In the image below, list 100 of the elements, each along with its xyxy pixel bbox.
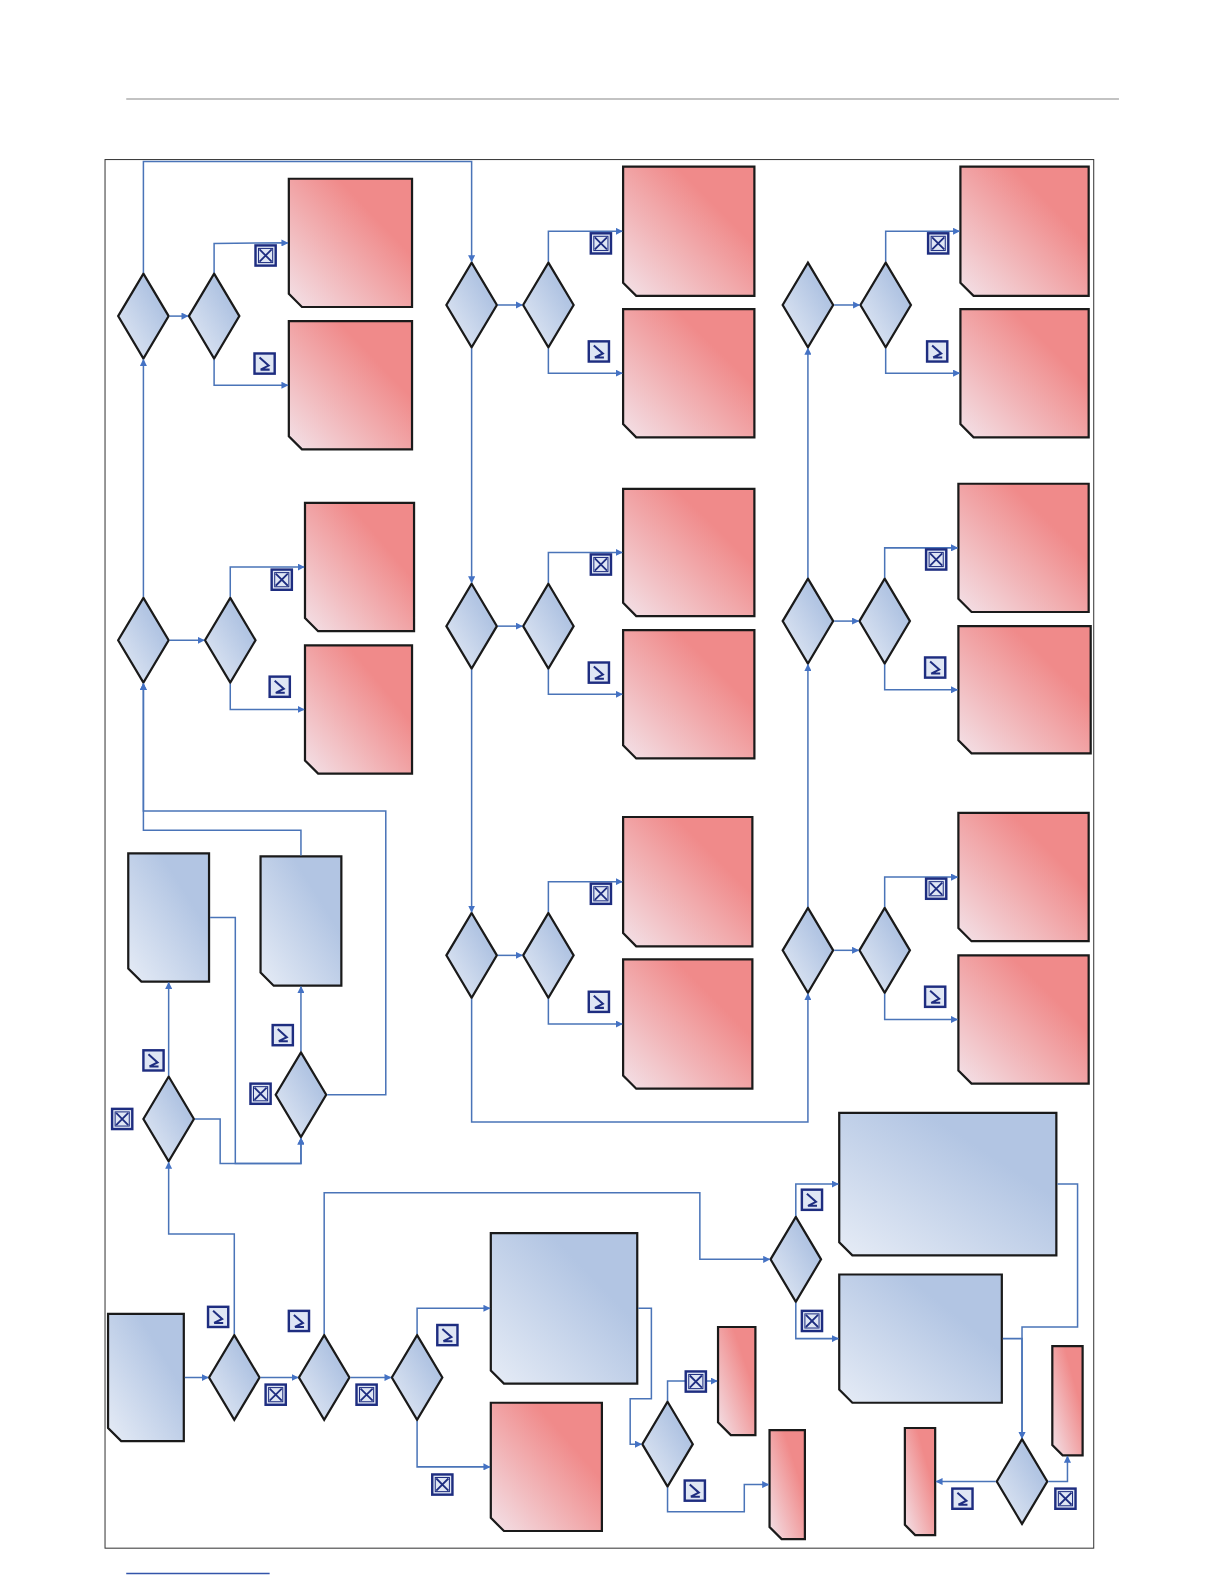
decision-diamond bbox=[769, 1215, 823, 1303]
arrow bbox=[497, 951, 523, 959]
process-box bbox=[287, 320, 414, 451]
process-box bbox=[127, 852, 211, 983]
decision-diamond bbox=[781, 906, 835, 994]
arrow bbox=[139, 682, 302, 857]
decision-diamond bbox=[142, 1075, 195, 1163]
decision-diamond bbox=[117, 596, 170, 684]
decision-diamond bbox=[522, 582, 575, 670]
arrow bbox=[184, 1373, 209, 1382]
arrow bbox=[884, 347, 961, 377]
arrow bbox=[666, 1481, 770, 1513]
arrow bbox=[883, 663, 959, 694]
arrow bbox=[468, 668, 476, 913]
process-box bbox=[622, 958, 754, 1090]
decision-diamond bbox=[390, 1334, 444, 1421]
decision-diamond bbox=[297, 1334, 351, 1421]
arrow bbox=[883, 993, 959, 1024]
arrow bbox=[833, 617, 860, 625]
decision-diamond bbox=[995, 1438, 1049, 1525]
decision-diamond bbox=[445, 261, 498, 349]
process-box bbox=[838, 1273, 1003, 1404]
process-box bbox=[304, 644, 414, 775]
process-box bbox=[903, 1427, 937, 1537]
process-box bbox=[622, 629, 756, 760]
arrow bbox=[629, 1307, 653, 1448]
decision-diamond bbox=[522, 261, 575, 349]
process-box bbox=[622, 165, 756, 297]
arrow bbox=[497, 301, 523, 309]
arrow bbox=[349, 1373, 392, 1382]
decision-diamond bbox=[187, 272, 241, 360]
arrow bbox=[213, 358, 289, 389]
arrow bbox=[259, 1373, 299, 1382]
decision-diamond bbox=[859, 261, 912, 349]
arrow bbox=[547, 227, 623, 263]
process-box bbox=[107, 1312, 185, 1443]
arrow bbox=[883, 544, 959, 579]
decision-diamond bbox=[204, 596, 257, 684]
decision-diamond bbox=[445, 911, 498, 999]
process-box bbox=[838, 1111, 1058, 1257]
process-box bbox=[287, 177, 414, 308]
arrow bbox=[142, 160, 476, 274]
arrow bbox=[213, 239, 289, 274]
arrow bbox=[547, 998, 623, 1028]
arrow bbox=[547, 878, 623, 913]
arrow bbox=[468, 347, 476, 584]
process-box bbox=[959, 165, 1090, 297]
process-box bbox=[959, 308, 1090, 439]
decision-diamond bbox=[858, 906, 911, 994]
arrow bbox=[804, 347, 812, 579]
arrow bbox=[883, 873, 959, 908]
process-box bbox=[622, 816, 754, 948]
arrow bbox=[416, 1420, 491, 1471]
arrow bbox=[209, 916, 305, 1165]
process-box bbox=[1051, 1345, 1084, 1457]
decision-diamond bbox=[522, 911, 575, 999]
arrow bbox=[297, 985, 305, 1053]
process-box bbox=[768, 1429, 806, 1541]
arrow bbox=[884, 227, 961, 263]
arrow bbox=[165, 1161, 236, 1335]
decision-diamond bbox=[117, 272, 170, 360]
arrow bbox=[168, 312, 189, 320]
arrow bbox=[547, 548, 623, 584]
arrow bbox=[1002, 1337, 1026, 1439]
decision-diamond bbox=[781, 577, 835, 665]
process-box bbox=[957, 811, 1090, 943]
arrow bbox=[833, 946, 860, 954]
arrow bbox=[804, 663, 812, 908]
process-box bbox=[489, 1401, 603, 1532]
arrow bbox=[139, 358, 147, 598]
process-box bbox=[304, 501, 416, 633]
arrow bbox=[229, 682, 305, 713]
decision-diamond bbox=[781, 261, 835, 349]
arrow bbox=[935, 1478, 997, 1486]
arrow bbox=[497, 622, 523, 630]
arrow bbox=[547, 347, 623, 377]
arrow bbox=[323, 1191, 771, 1335]
process-box bbox=[259, 855, 343, 987]
decision-diamond bbox=[641, 1400, 694, 1488]
arrow bbox=[1047, 1455, 1071, 1483]
arrow bbox=[470, 993, 812, 1123]
arrow bbox=[168, 636, 205, 644]
decision-diamond bbox=[858, 577, 911, 665]
arrow bbox=[795, 1302, 839, 1343]
arrow bbox=[547, 668, 623, 698]
arrow bbox=[795, 1180, 839, 1217]
process-box bbox=[957, 954, 1090, 1085]
process-box bbox=[622, 308, 756, 439]
decision-diamond bbox=[445, 582, 498, 670]
process-box bbox=[957, 625, 1092, 755]
process-box bbox=[622, 487, 756, 618]
arrow bbox=[229, 563, 305, 598]
process-box bbox=[489, 1232, 639, 1385]
arrow bbox=[165, 981, 173, 1077]
arrow bbox=[833, 301, 861, 309]
arrow bbox=[416, 1304, 491, 1335]
process-box bbox=[717, 1326, 757, 1437]
decision-diamond bbox=[208, 1334, 261, 1421]
process-box bbox=[957, 482, 1090, 613]
decision-diamond bbox=[274, 1051, 328, 1139]
